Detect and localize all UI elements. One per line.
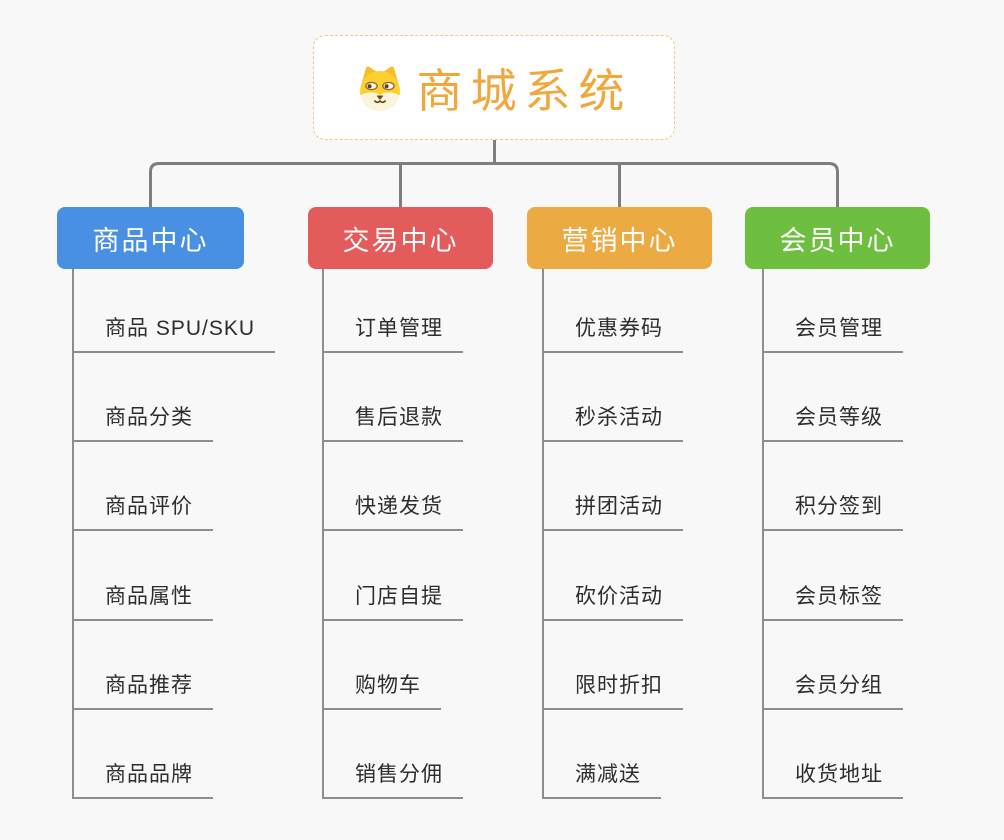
branch-column-product-center: 商品 SPU/SKU 商品分类 商品评价 商品属性 商品推荐 商品品牌 bbox=[72, 269, 276, 799]
child-node[interactable]: 收货地址 bbox=[764, 710, 903, 799]
child-node[interactable]: 会员标签 bbox=[764, 531, 903, 621]
dog-face-icon bbox=[359, 65, 400, 111]
branch-column-trade-center: 订单管理 售后退款 快递发货 门店自提 购物车 销售分佣 bbox=[322, 269, 463, 799]
branch-header-member-center[interactable]: 会员中心 bbox=[745, 207, 930, 269]
child-node[interactable]: 商品品牌 bbox=[74, 710, 213, 799]
child-node[interactable]: 售后退款 bbox=[324, 353, 463, 443]
branch-column-marketing-center: 优惠券码 秒杀活动 拼团活动 砍价活动 限时折扣 满减送 bbox=[542, 269, 683, 799]
child-node[interactable]: 商品评价 bbox=[74, 442, 213, 532]
child-node[interactable]: 商品 SPU/SKU bbox=[74, 269, 276, 353]
child-node[interactable]: 限时折扣 bbox=[544, 621, 683, 710]
branch-column-member-center: 会员管理 会员等级 积分签到 会员标签 会员分组 收货地址 bbox=[762, 269, 903, 799]
child-node[interactable]: 砍价活动 bbox=[544, 531, 683, 621]
child-node[interactable]: 商品属性 bbox=[74, 531, 213, 621]
child-node[interactable]: 会员等级 bbox=[764, 353, 903, 443]
root-node-title: 商城系统 bbox=[416, 64, 633, 117]
child-node[interactable]: 订单管理 bbox=[324, 269, 463, 353]
child-node[interactable]: 拼团活动 bbox=[544, 442, 683, 532]
child-node[interactable]: 快递发货 bbox=[324, 442, 463, 532]
child-node[interactable]: 购物车 bbox=[324, 621, 441, 710]
child-node[interactable]: 门店自提 bbox=[324, 531, 463, 621]
child-node[interactable]: 积分签到 bbox=[764, 442, 903, 532]
child-node[interactable]: 优惠券码 bbox=[544, 269, 683, 353]
child-node[interactable]: 会员管理 bbox=[764, 269, 903, 353]
child-node[interactable]: 满减送 bbox=[544, 710, 661, 799]
branch-header-trade-center[interactable]: 交易中心 bbox=[308, 207, 493, 269]
child-node[interactable]: 商品推荐 bbox=[74, 621, 213, 710]
root-node-mall-system[interactable]: 商城系统 bbox=[313, 35, 675, 140]
child-node[interactable]: 商品分类 bbox=[74, 353, 213, 443]
child-node[interactable]: 会员分组 bbox=[764, 621, 903, 710]
branch-header-marketing-center[interactable]: 营销中心 bbox=[527, 207, 712, 269]
child-node[interactable]: 秒杀活动 bbox=[544, 353, 683, 443]
branch-header-product-center[interactable]: 商品中心 bbox=[57, 207, 244, 269]
child-node[interactable]: 销售分佣 bbox=[324, 710, 463, 799]
